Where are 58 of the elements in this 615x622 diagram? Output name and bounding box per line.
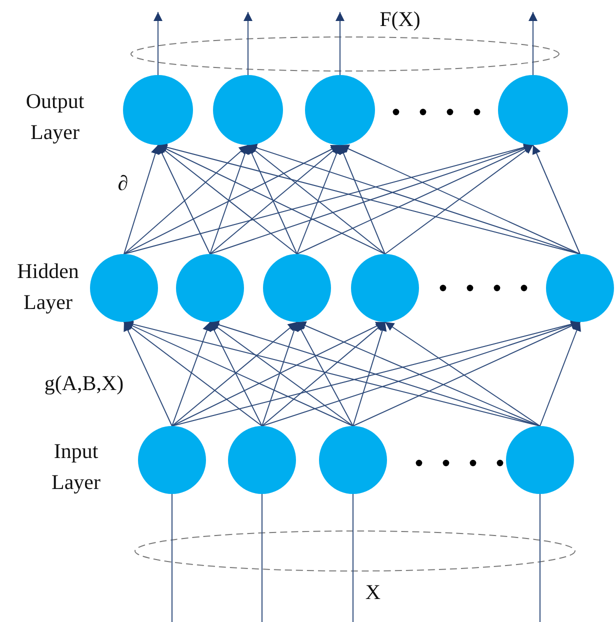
arrow bbox=[172, 322, 212, 426]
neuron-circle bbox=[213, 75, 283, 145]
neuron-circle bbox=[123, 75, 193, 145]
arrow bbox=[124, 322, 354, 426]
dashed-ellipse bbox=[134, 530, 576, 572]
layer-label: Hidden Layer bbox=[16, 258, 80, 316]
neuron-circle bbox=[506, 426, 574, 494]
neuron-circle bbox=[546, 254, 614, 322]
arrow bbox=[352, 322, 580, 426]
neuron-circle bbox=[138, 426, 206, 494]
layer-label: X bbox=[364, 579, 382, 606]
neuron-circle bbox=[498, 75, 568, 145]
arrow bbox=[124, 144, 160, 254]
arrow bbox=[296, 144, 534, 254]
arrow bbox=[528, 12, 538, 76]
neuron-circle bbox=[319, 426, 387, 494]
arrow bbox=[384, 144, 534, 254]
arrow bbox=[296, 144, 341, 254]
arrow bbox=[296, 322, 354, 426]
layer-label: F(X) bbox=[378, 6, 422, 33]
arrow bbox=[124, 322, 172, 426]
arrow bbox=[158, 144, 210, 254]
neuron-circle bbox=[263, 254, 331, 322]
neuron-circle bbox=[228, 426, 296, 494]
arrow bbox=[210, 320, 540, 426]
arrow bbox=[244, 12, 252, 76]
arrow bbox=[248, 144, 580, 254]
arrow bbox=[172, 322, 298, 426]
neuron-circle bbox=[176, 254, 244, 322]
neuron-circle bbox=[90, 254, 158, 322]
arrow bbox=[154, 12, 162, 76]
layer-label: g(A,B,X) bbox=[43, 370, 125, 397]
arrow bbox=[540, 322, 581, 426]
arrow bbox=[384, 322, 540, 426]
layer-label: Input Layer bbox=[50, 438, 102, 496]
arrow bbox=[532, 144, 580, 254]
arrow bbox=[124, 144, 248, 254]
dashed-ellipse bbox=[130, 36, 560, 72]
arrow bbox=[340, 144, 580, 254]
arrow bbox=[339, 144, 386, 254]
neuron-circle bbox=[305, 75, 375, 145]
arrow bbox=[352, 322, 387, 426]
arrow bbox=[248, 144, 298, 254]
arrow bbox=[210, 322, 262, 426]
layer-label: ∂ bbox=[116, 170, 130, 197]
arrow bbox=[248, 144, 386, 254]
arrow bbox=[296, 321, 540, 426]
arrow bbox=[124, 322, 262, 426]
line bbox=[352, 494, 354, 622]
arrow bbox=[172, 322, 386, 426]
arrow bbox=[262, 322, 386, 426]
layer-label: Output Layer bbox=[24, 88, 86, 146]
neuron-circle bbox=[351, 254, 419, 322]
arrow bbox=[262, 322, 298, 426]
arrow bbox=[336, 12, 344, 76]
arrow bbox=[124, 320, 540, 426]
arrow bbox=[210, 144, 250, 254]
arrow bbox=[124, 144, 340, 254]
